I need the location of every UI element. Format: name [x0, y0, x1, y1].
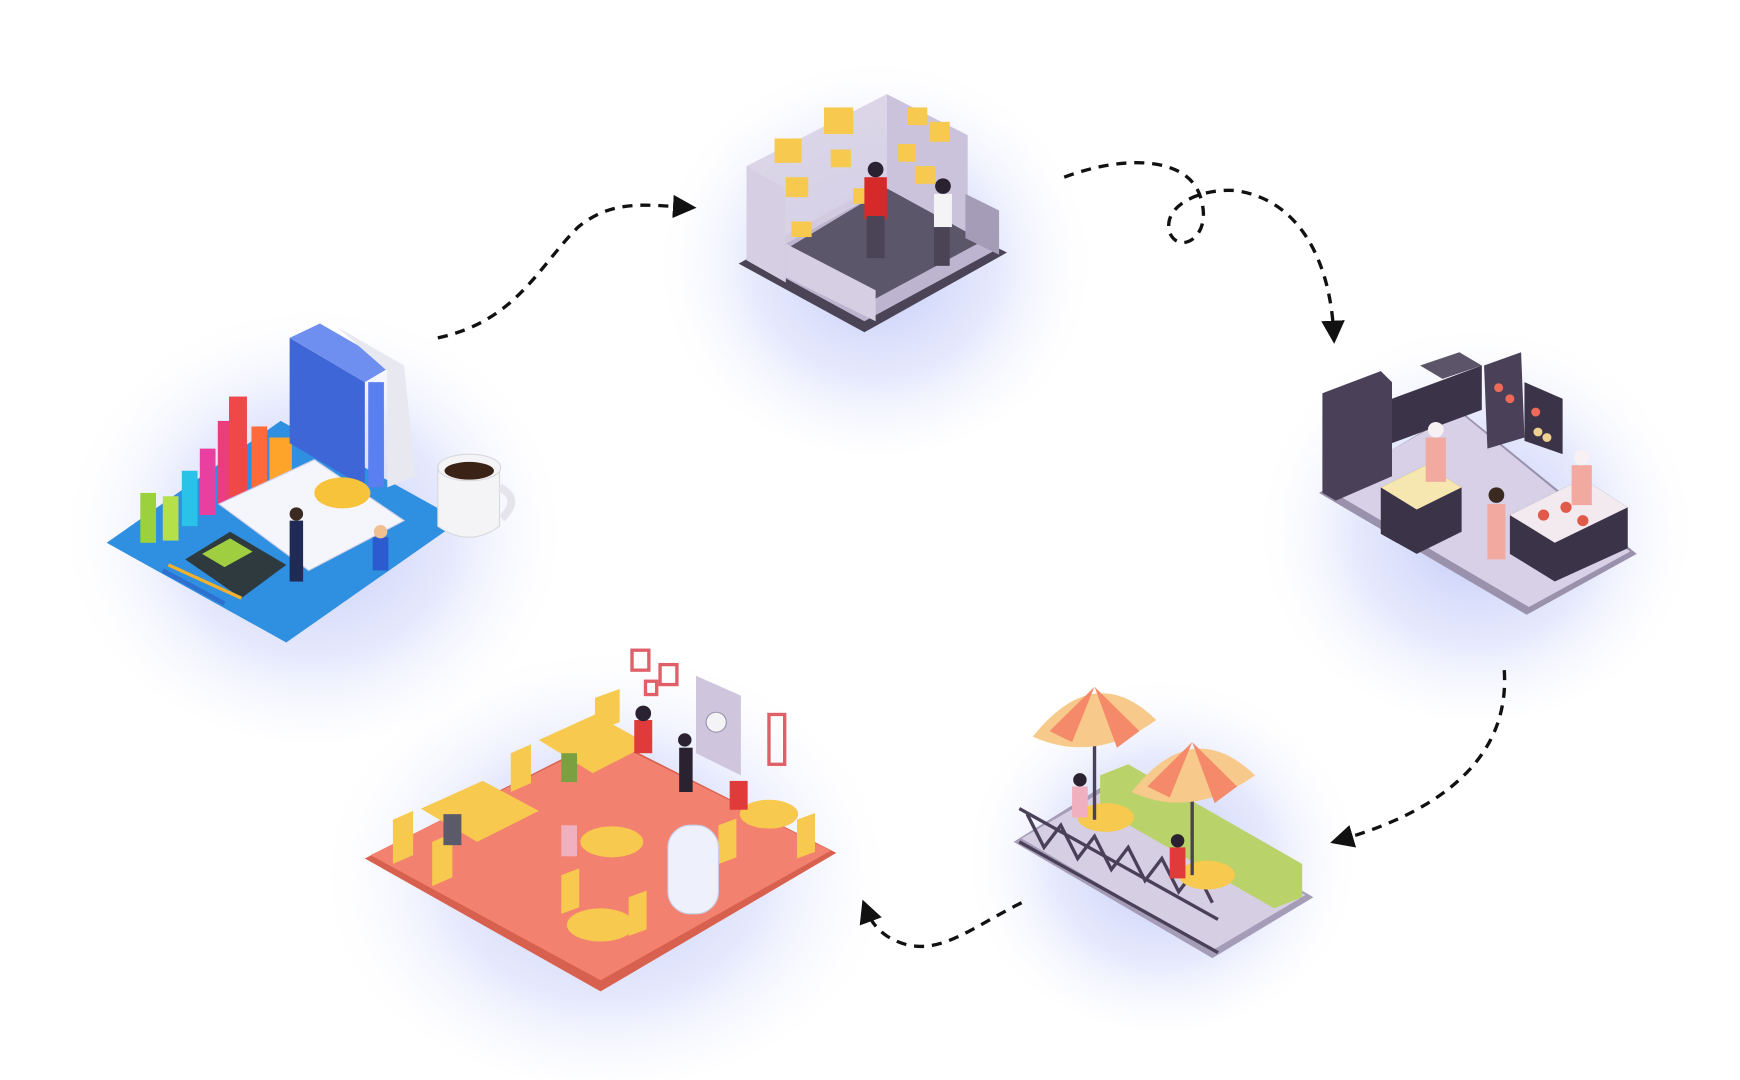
umbrella	[1131, 742, 1256, 804]
commercial-kitchen-icon	[1319, 352, 1637, 615]
arrow-planning-to-warehouse	[437, 194, 697, 340]
arrow-terrace-to-restaurant	[859, 899, 1023, 948]
railing	[1018, 807, 1219, 955]
arrow-warehouse-to-kitchen	[1063, 161, 1345, 344]
office-analytics-icon	[106, 323, 516, 643]
arrow-kitchen-to-terrace	[1330, 670, 1507, 848]
warehouse-storage-icon	[738, 94, 1007, 333]
umbrella	[1032, 686, 1157, 748]
outdoor-cafe-terrace-icon	[1013, 686, 1314, 959]
connectors	[437, 161, 1507, 948]
restaurant-dining-hall-icon	[364, 648, 837, 992]
